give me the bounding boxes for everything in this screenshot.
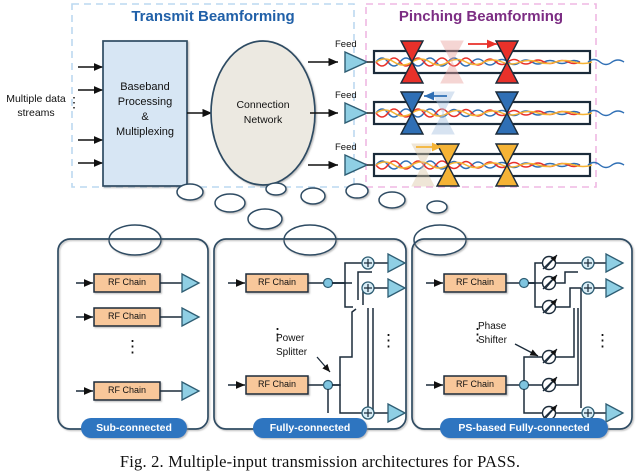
feed-label-1: Feed	[335, 39, 357, 50]
rf-chain-label-p1-3: RF Chain	[107, 385, 146, 395]
baseband-line-3: &	[141, 111, 149, 123]
rf-chain-label-p2-1: RF Chain	[257, 277, 296, 287]
connection-network-line-1: Connection	[236, 99, 290, 111]
panel-dots-p2-left: ⋮	[269, 325, 286, 344]
network-to-feed-lines	[308, 57, 338, 170]
phase-shifter-annotation-line2: Shifter	[478, 335, 507, 346]
input-stream-arrows	[78, 63, 103, 167]
rf-chain-label-p3-2: RF Chain	[455, 379, 494, 389]
badge-label-fully-connected[interactable]: Fully-connected	[269, 422, 351, 434]
badge-fully-connected[interactable]	[253, 418, 367, 438]
thought-bubbles	[108, 182, 467, 256]
panel-outline-fully-connected	[213, 238, 407, 430]
connection-network-line-2: Network	[243, 114, 283, 126]
feed-amplifier-3	[344, 153, 375, 177]
panel-dots-p3-right: ⋮	[594, 331, 611, 350]
pinching-section-title: Pinching Beamforming	[398, 8, 564, 25]
baseband-processing-block	[102, 40, 188, 187]
baseband-line-1: Baseband	[120, 81, 170, 93]
multiple-data-streams-label-line2: streams	[17, 107, 55, 119]
figure-caption: Fig. 2. Multiple-input transmission arch…	[119, 452, 521, 471]
panel-sub-connected-content	[76, 272, 201, 402]
panel-fully-connected-content	[228, 252, 407, 424]
connection-network-node	[210, 40, 316, 186]
panel-dots-p3-left: ⋮	[469, 325, 486, 344]
power-splitter-annotation-line1: Power	[276, 333, 305, 344]
waveguide-row-2	[372, 91, 625, 135]
transmit-section-border	[71, 3, 355, 188]
phase-shifter-annotation-line1: Phase	[478, 321, 507, 332]
multiple-data-streams-label-line1: Multiple data	[6, 93, 66, 105]
rf-chain-label-p1-1: RF Chain	[107, 277, 146, 287]
input-vertical-dots: ⋮	[67, 94, 81, 110]
panel-ps-fully-connected-content	[426, 252, 625, 424]
badge-sub-connected[interactable]	[81, 418, 187, 438]
transmit-section-title: Transmit Beamforming	[131, 8, 295, 25]
badge-label-sub-connected[interactable]: Sub-connected	[96, 422, 172, 434]
waveguide-row-3	[372, 142, 625, 187]
panel-dots-p2-right: ⋮	[380, 331, 397, 350]
phase-shifter-symbols	[541, 254, 558, 421]
feed-label-2: Feed	[335, 90, 357, 101]
rf-chain-label-p3-1: RF Chain	[455, 277, 494, 287]
panel-dots-p1: ⋮	[124, 337, 141, 356]
badge-ps-fully-connected[interactable]	[440, 418, 608, 438]
baseband-line-4: Multiplexing	[115, 126, 175, 138]
feed-amplifier-1	[344, 50, 375, 74]
feed-amplifier-2	[344, 101, 375, 125]
baseband-line-2: Processing	[117, 96, 173, 108]
rf-chain-label-p1-2: RF Chain	[107, 311, 146, 321]
rf-chain-label-p2-2: RF Chain	[257, 379, 296, 389]
badge-label-ps-fully-connected[interactable]: PS-based Fully-connected	[458, 422, 590, 434]
power-splitter-annotation-line2: Splitter	[276, 347, 308, 358]
waveguide-row-1	[372, 39, 625, 84]
pinching-section-border	[365, 3, 597, 188]
feed-label-3: Feed	[335, 142, 357, 153]
